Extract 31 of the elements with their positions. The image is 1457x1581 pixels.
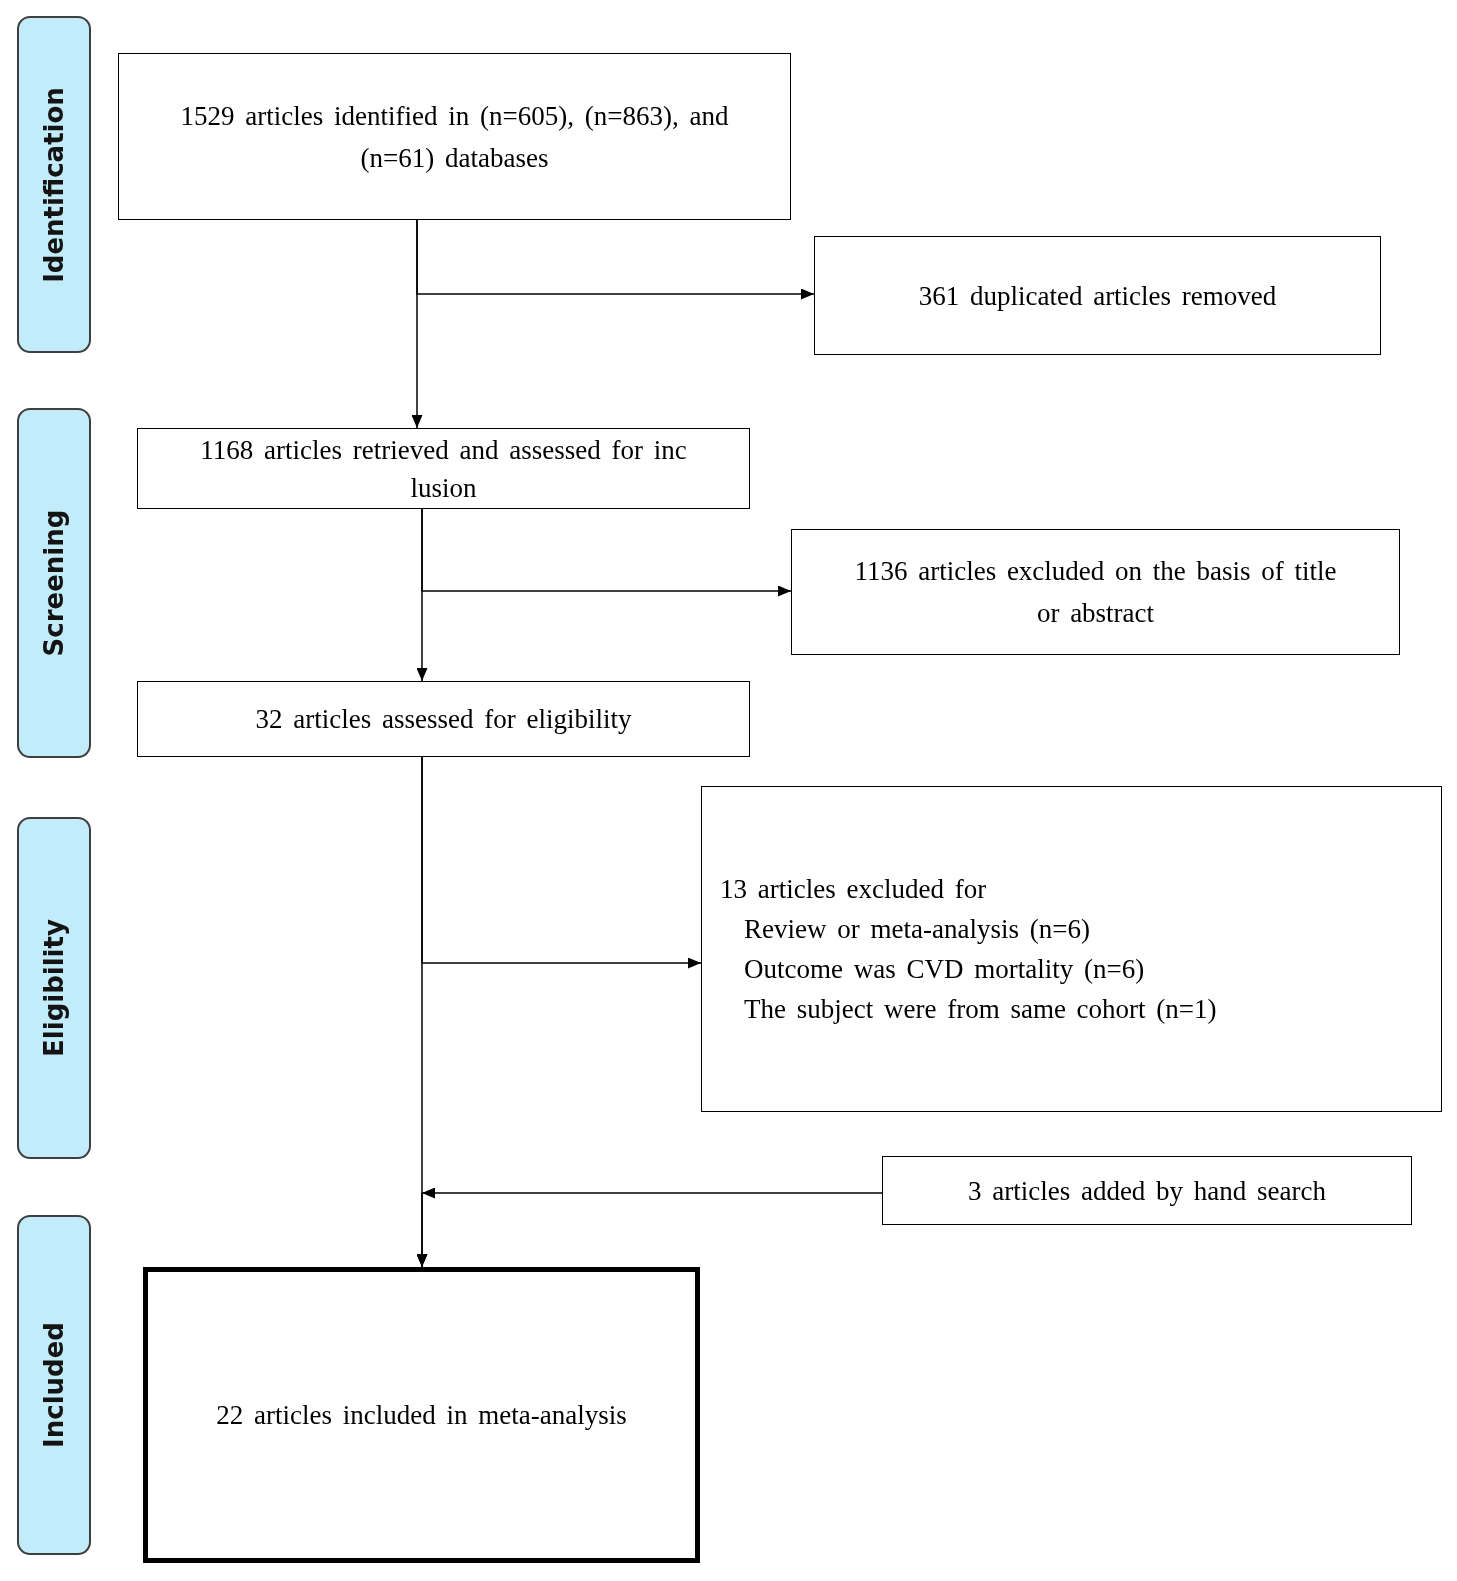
exclusion-box: [701, 786, 1442, 1112]
stage-band: [17, 1215, 91, 1555]
stage-label: Eligibility: [39, 919, 69, 1057]
exclusion-heading: 13 articles excluded for: [720, 873, 987, 906]
addition-box: [882, 1156, 1412, 1225]
process-box: [137, 681, 750, 757]
result-box: [143, 1267, 700, 1563]
exclusion-box: [791, 529, 1400, 655]
box-text: 32 articles assessed for eligibility: [255, 703, 632, 736]
box-text: 22 articles included in meta-analysis: [216, 1399, 627, 1432]
exclusion-reason: The subject were from same cohort (n=1): [744, 993, 1217, 1026]
box-text: 3 articles added by hand search: [967, 1174, 1327, 1208]
stage-label: Included: [39, 1322, 69, 1448]
box-text: 1529 articles identified in (n=605), (n=863), and (n=61) databases: [179, 99, 730, 175]
process-box: [118, 53, 791, 220]
box-text: 1168 articles retrieved and assessed for inc lusion: [199, 433, 688, 505]
arrow: [421, 508, 792, 597]
stage-label: Screening: [39, 509, 69, 657]
stage-band: [17, 16, 91, 353]
exclusion-box: [814, 236, 1381, 355]
stage-band: [17, 408, 91, 758]
box-text: 1136 articles excluded on the basis of title or abstract: [853, 555, 1338, 630]
stage-band: [17, 817, 91, 1159]
arrow: [416, 219, 815, 300]
stage-label: Identification: [39, 86, 69, 283]
arrow: [421, 756, 702, 969]
process-box: [137, 428, 750, 509]
box-text: 361 duplicated articles removed: [918, 279, 1277, 313]
arrow: [417, 1188, 883, 1268]
exclusion-reason: Review or meta-analysis (n=6): [744, 913, 1090, 946]
exclusion-reason: Outcome was CVD mortality (n=6): [744, 953, 1145, 986]
